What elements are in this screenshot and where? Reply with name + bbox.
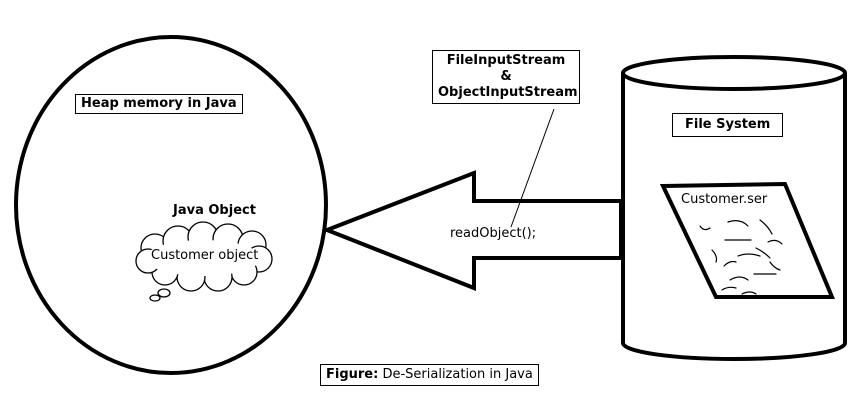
stream-line-3: ObjectInputStream <box>438 85 578 100</box>
read-object-method: readObject(); <box>450 226 537 241</box>
stream-pointer-line <box>510 108 555 228</box>
heap-memory-ellipse <box>14 35 328 375</box>
figure-caption: Figure: De-Serialization in Java <box>320 364 539 386</box>
heap-memory-title: Heap memory in Java <box>75 94 243 114</box>
document-scribbles <box>699 219 783 295</box>
stream-label-box: FileInputStream & ObjectInputStream <box>432 50 580 104</box>
java-object-title: Java Object <box>173 203 256 218</box>
stream-line-2: & <box>500 69 512 84</box>
caption-text: De-Serialization in Java <box>378 367 533 382</box>
caption-prefix: Figure: <box>326 367 379 382</box>
customer-object-cloud <box>135 221 273 302</box>
file-name-label: Customer.ser <box>681 192 768 207</box>
file-system-title: File System <box>672 113 784 137</box>
cloud-label: Customer object <box>151 248 259 263</box>
stream-line-1: FileInputStream <box>446 53 566 68</box>
